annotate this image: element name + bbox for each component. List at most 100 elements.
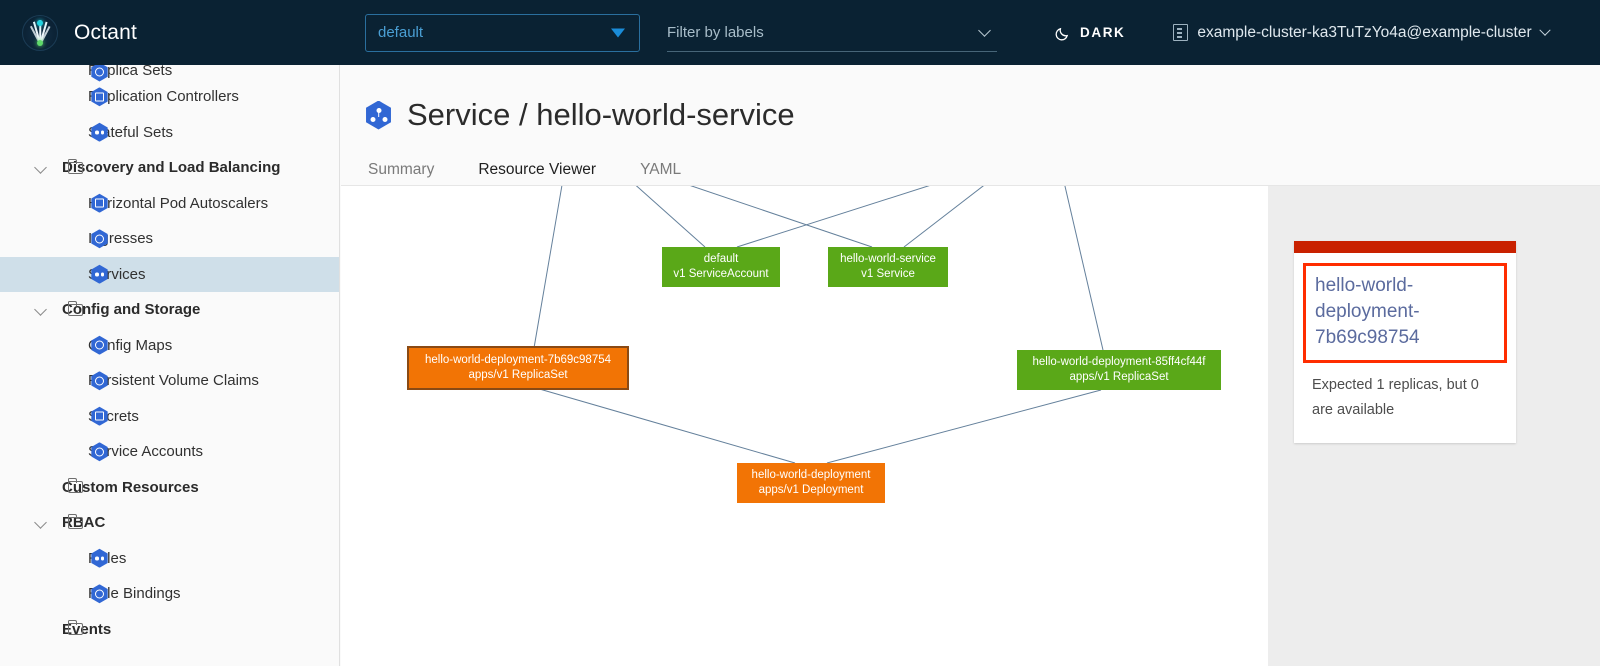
moon-icon	[1055, 25, 1071, 41]
sidebar-item-label: Stateful Sets	[88, 123, 174, 141]
brand[interactable]: Octant	[0, 14, 340, 51]
tab-summary[interactable]: Summary	[368, 161, 435, 178]
sidebar-item-label: Custom Resources	[62, 478, 199, 496]
graph-node-serviceaccount-default[interactable]: default v1 ServiceAccount	[662, 247, 780, 287]
sidebar-item-label: RBAC	[62, 514, 106, 532]
tab-resource-viewer[interactable]: Resource Viewer	[469, 161, 605, 189]
alert-status-bar	[1294, 241, 1516, 253]
sidebar-item-horizontal-pod-autoscalers[interactable]: Horizontal Pod Autoscalers	[0, 186, 339, 222]
app-header: Octant default Filter by labels DARK exa…	[0, 0, 1600, 65]
graph-edge	[535, 387, 796, 464]
resource-graph[interactable]: hello-world-deployment-7b69c98754 podsv1…	[341, 185, 1268, 666]
cluster-label: example-cluster-ka3TuTzYo4a@example-clus…	[1197, 23, 1532, 41]
node-name: hello-world-deployment	[751, 469, 871, 481]
k8s-service-icon	[366, 100, 391, 130]
theme-toggle-label: DARK	[1080, 25, 1126, 40]
resource-viewer: hello-world-deployment-7b69c98754 podsv1…	[341, 185, 1600, 666]
alert-message: Expected 1 replicas, but 0 are available	[1312, 377, 1479, 418]
k8s-role-icon	[91, 548, 108, 568]
label-filter-input[interactable]: Filter by labels	[667, 14, 997, 52]
sidebar-item-ingresses[interactable]: Ingresses	[0, 221, 339, 257]
sidebar-item-label: Discovery and Load Balancing	[62, 159, 281, 177]
sidebar-item-service-accounts[interactable]: Service Accounts	[0, 434, 339, 470]
graph-edge	[826, 389, 1102, 464]
graph-edge	[903, 186, 984, 248]
node-name: hello-world-service	[840, 253, 936, 265]
page-title-text: Service / hello-world-service	[407, 97, 795, 132]
chevron-down-icon	[978, 23, 991, 37]
folder-icon	[67, 620, 83, 636]
sidebar-item-label: Replica Sets	[88, 65, 173, 79]
k8s-statefulset-icon	[91, 122, 108, 142]
namespace-select[interactable]: default	[365, 13, 640, 52]
sidebar-item-label: Horizontal Pod Autoscalers	[88, 194, 269, 212]
graph-edges	[533, 186, 1104, 464]
alert-resource-link[interactable]: hello-world-deployment-7b69c98754	[1303, 263, 1507, 363]
k8s-service-icon	[91, 264, 108, 284]
node-name: default	[703, 253, 739, 265]
graph-node-deployment-hello-world[interactable]: hello-world-deployment apps/v1 Deployment	[737, 463, 885, 503]
sidebar-item-roles[interactable]: Roles	[0, 541, 339, 577]
cluster-icon	[1173, 24, 1189, 41]
sidebar-item-discovery-and-load-balancing[interactable]: Discovery and Load Balancing	[0, 150, 339, 186]
k8s-secret-icon	[91, 406, 108, 426]
sidebar-item-label: Config and Storage	[62, 301, 201, 319]
sidebar-item-role-bindings[interactable]: Role Bindings	[0, 576, 339, 612]
page-title: Service / hello-world-service	[364, 97, 1600, 133]
sidebar-item-stateful-sets[interactable]: Stateful Sets	[0, 115, 339, 151]
sidebar-item-label: Service Accounts	[88, 443, 204, 461]
sidebar-item-label: Replication Controllers	[88, 88, 239, 106]
detail-panel: hello-world-deployment-7b69c98754 Expect…	[1268, 185, 1600, 666]
k8s-replicaset-icon	[91, 65, 108, 82]
k8s-rolebinding-icon	[91, 584, 108, 604]
sidebar-item-persistent-volume-claims[interactable]: Persistent Volume Claims	[0, 363, 339, 399]
graph-edge	[635, 186, 706, 248]
brand-name: Octant	[74, 20, 138, 44]
label-filter-placeholder: Filter by labels	[667, 23, 764, 41]
graph-edge	[690, 186, 873, 248]
theme-toggle-button[interactable]: DARK	[1055, 25, 1125, 41]
sidebar-item-label: Config Maps	[88, 336, 173, 354]
sidebar-item-services[interactable]: Services	[0, 256, 339, 292]
sidebar-item-secrets[interactable]: Secrets	[0, 399, 339, 435]
sidebar-item-events[interactable]: Events	[0, 612, 339, 648]
node-kind: apps/v1 ReplicaSet	[1069, 371, 1169, 383]
sidebar-item-replica-sets[interactable]: Replica Sets	[0, 65, 339, 79]
octant-logo-icon	[22, 14, 58, 51]
k8s-ingress-icon	[91, 229, 108, 249]
sidebar-item-replication-controllers[interactable]: Replication Controllers	[0, 79, 339, 115]
sidebar-item-config-and-storage[interactable]: Config and Storage	[0, 292, 339, 328]
main-content: Service / hello-world-service Summary Res…	[341, 65, 1600, 666]
node-kind: apps/v1 Deployment	[758, 484, 864, 496]
node-kind: apps/v1 ReplicaSet	[468, 369, 568, 381]
chevron-down-icon	[1538, 24, 1551, 36]
folder-icon	[67, 478, 83, 494]
node-kind: v1 ServiceAccount	[673, 268, 769, 280]
graph-edge	[533, 186, 563, 349]
graph-edge	[1064, 186, 1104, 351]
k8s-configmap-icon	[91, 335, 108, 355]
sidebar-item-custom-resources[interactable]: Custom Resources	[0, 470, 339, 506]
sidebar-item-config-maps[interactable]: Config Maps	[0, 328, 339, 364]
k8s-hpa-icon	[91, 193, 108, 213]
folder-icon	[67, 158, 83, 174]
folder-icon	[67, 300, 83, 316]
graph-node-replicaset-7b69[interactable]: hello-world-deployment-7b69c98754 apps/v1…	[407, 346, 629, 390]
tab-bar[interactable]: Summary Resource Viewer YAML	[364, 155, 1559, 189]
k8s-replicationcontroller-icon	[91, 87, 108, 107]
node-name: hello-world-deployment-7b69c98754	[424, 354, 612, 366]
alert-card: hello-world-deployment-7b69c98754 Expect…	[1294, 241, 1516, 443]
chevron-down-icon	[611, 28, 625, 37]
sidebar-item-rbac[interactable]: RBAC	[0, 505, 339, 541]
sidebar-item-label: Role Bindings	[88, 585, 181, 603]
graph-edge	[736, 186, 930, 248]
tab-yaml[interactable]: YAML	[640, 161, 682, 178]
sidebar-item-label: Events	[62, 620, 112, 638]
namespace-value: default	[378, 24, 424, 41]
sidebar-item-label: Persistent Volume Claims	[88, 372, 259, 390]
cluster-select[interactable]: example-cluster-ka3TuTzYo4a@example-clus…	[1173, 23, 1551, 42]
k8s-pvc-icon	[91, 371, 108, 391]
